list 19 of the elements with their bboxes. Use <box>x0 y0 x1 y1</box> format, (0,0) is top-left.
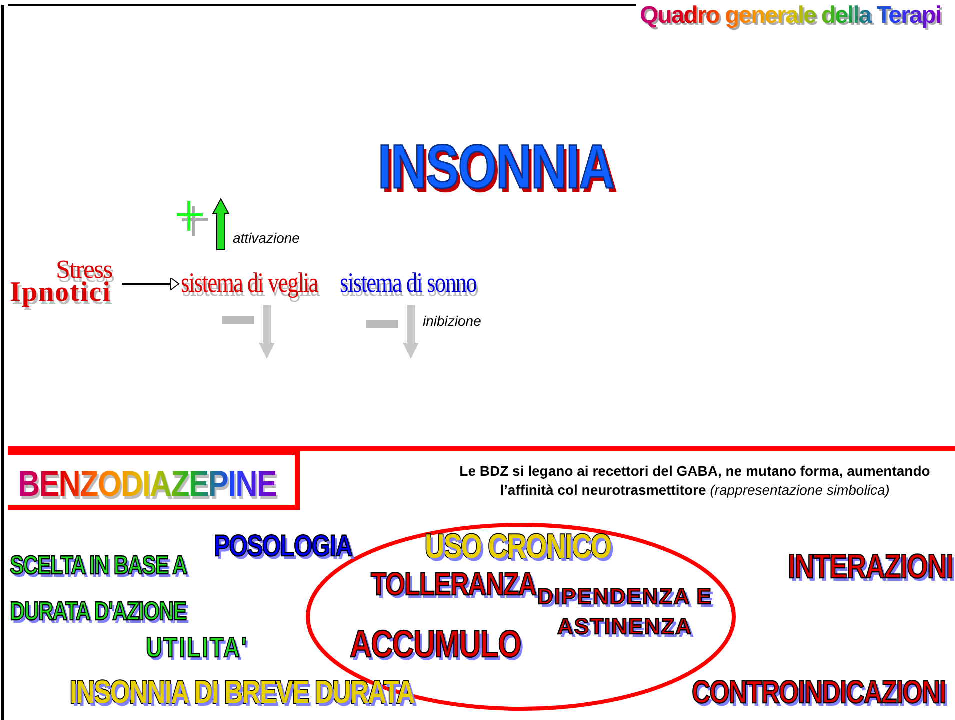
topic-label: CONTROINDICAZIONI <box>692 674 946 711</box>
topic-label: SCELTA IN BASE A DURATA D'AZIONE <box>10 549 188 628</box>
main-heading: INSONNIA <box>378 132 614 203</box>
cause-label: Ipnotici <box>10 277 112 309</box>
note-text: Le BDZ si legano ai recettori del GABA, ne mutano forma, aumentando l’affinità col neurotrasmettitore (rappresentazione simbolica) <box>458 462 932 500</box>
topic-label: TOLLERANZA <box>371 566 536 603</box>
system-label: sistema di veglia <box>181 268 318 300</box>
topic-label: INSONNIA DI BREVE DURATA <box>70 674 414 711</box>
arrow <box>122 278 180 290</box>
heading-box <box>8 450 300 510</box>
topic-label: UTILITA' <box>146 632 248 664</box>
effect-label: inibizione <box>423 313 482 329</box>
system-label: sistema di sonno <box>340 268 477 300</box>
effect-label: attivazione <box>233 230 300 246</box>
topic-label: DIPENDENZA E ASTINENZA <box>536 583 714 641</box>
topic-label: INTERAZIONI <box>788 548 953 587</box>
topic-label: POSOLOGIA <box>214 530 352 564</box>
topic-label: ACCUMULO <box>350 624 521 667</box>
topic-heading: USO CRONICO <box>425 528 612 567</box>
